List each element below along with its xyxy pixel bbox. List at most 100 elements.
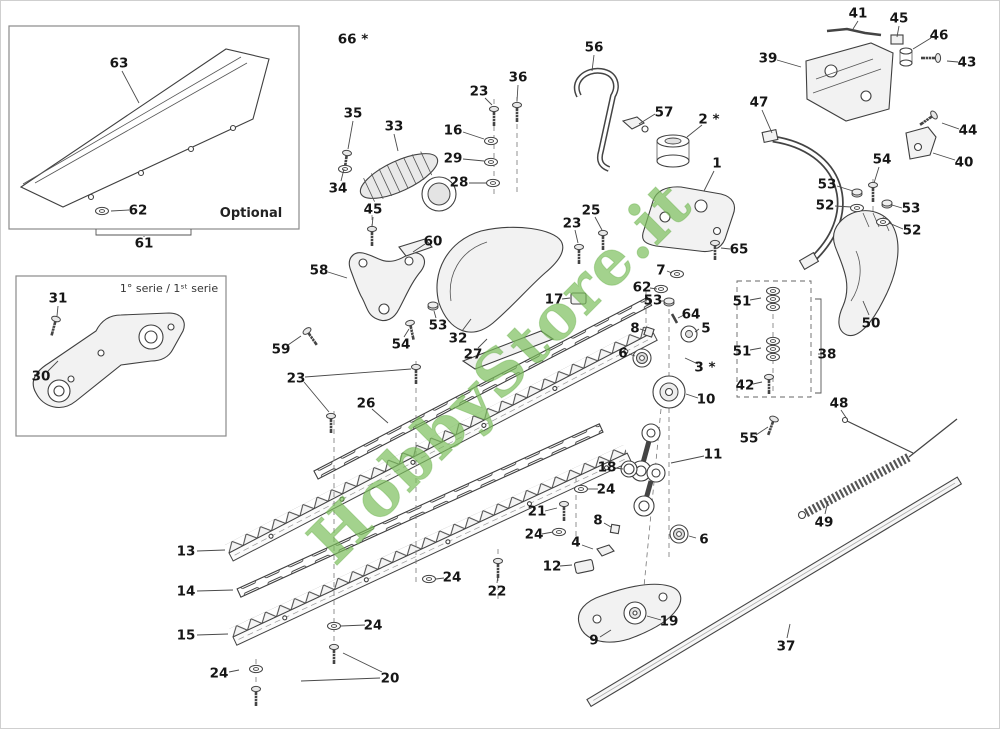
leader-line-36 (516, 84, 519, 102)
pinion-gear-5 (680, 325, 698, 343)
leader-line-32 (461, 318, 472, 332)
leader-line-52 (834, 205, 852, 208)
blade-13 (224, 324, 658, 562)
washer-24 (552, 527, 566, 537)
leader-line-4 (581, 544, 594, 550)
leader-line-54 (403, 328, 410, 338)
screw-54 (867, 181, 879, 204)
leader-line-43 (946, 60, 959, 63)
screw-42 (763, 373, 775, 396)
leader-line-25 (594, 216, 603, 231)
callout-24-56: 24 (597, 482, 616, 498)
washer-29 (484, 157, 498, 167)
callout-62-1: 62 (129, 203, 148, 219)
hardware-kit-38 (736, 280, 822, 398)
leader-line-45 (371, 216, 374, 228)
callout-57-15: 57 (655, 105, 674, 121)
blade-cover-63 (19, 48, 270, 208)
optional-inset: Optional (8, 25, 300, 236)
callout-53-27: 53 (818, 177, 837, 193)
callout-56-14: 56 (585, 40, 604, 56)
leader-line-53 (891, 204, 903, 209)
link-rod-41 (826, 27, 882, 37)
washer-7 (670, 269, 684, 279)
leader-line-2 (686, 124, 703, 138)
key-8-upper (643, 326, 655, 338)
leader-line-16 (462, 131, 485, 140)
callout-52-30: 52 (903, 223, 922, 239)
clip-4 (596, 544, 615, 557)
callout-28-11: 28 (450, 175, 469, 191)
leader-line-53 (433, 310, 437, 319)
callout-18-55: 18 (598, 460, 617, 476)
callout-23-51: 23 (287, 371, 306, 387)
leader-line-24 (541, 531, 554, 535)
screw-44 (916, 108, 941, 130)
callout-19-66: 19 (660, 614, 679, 630)
callout-13-68: 13 (177, 544, 196, 560)
fuel-cap-2 (656, 134, 690, 168)
callout-63-0: 63 (110, 56, 129, 72)
callout-53-48: 53 (429, 318, 448, 334)
callout-51-75: 51 (733, 344, 752, 360)
leader-line-18 (614, 467, 624, 470)
callout-14-69: 14 (177, 584, 196, 600)
leader-line-6 (688, 535, 697, 539)
callout-8-59: 8 (593, 513, 602, 529)
washer-24 (422, 574, 436, 584)
callout-21-57: 21 (528, 504, 547, 520)
leader-line-40 (932, 152, 956, 161)
leader-line-51 (749, 347, 762, 351)
leader-line-15 (196, 633, 229, 636)
callout-42-76: 42 (736, 378, 755, 394)
leader-line-14 (196, 589, 234, 592)
callout-23-32: 23 (563, 216, 582, 232)
washer-62 (95, 206, 109, 216)
ignition-module-39 (805, 42, 894, 122)
ring-18 (620, 460, 638, 478)
callout-53-29: 53 (902, 201, 921, 217)
leader-line-24 (340, 624, 366, 627)
nut-53 (851, 188, 863, 198)
callout-55-78: 55 (740, 431, 759, 447)
washer-52 (850, 203, 864, 213)
leader-line-60 (412, 243, 426, 253)
serie-label: 1° serie / 1ˢᵗ serie (120, 282, 218, 295)
callout-7-34: 7 (656, 263, 665, 279)
blade-holder-27 (461, 330, 555, 370)
bearing-6 (669, 524, 689, 544)
callout-51-74: 51 (733, 294, 752, 310)
callout-41-19: 41 (849, 6, 868, 22)
screw-43 (919, 52, 942, 64)
spacer-17 (570, 292, 587, 305)
throttle-lever-57 (621, 116, 649, 133)
callout-15-70: 15 (177, 628, 196, 644)
callout-34-8: 34 (329, 181, 348, 197)
bracket-40 (905, 126, 937, 160)
callout-61-2: 61 (135, 236, 154, 252)
callout-45-20: 45 (890, 11, 909, 27)
callout-26-52: 26 (357, 396, 376, 412)
leader-line-6 (628, 353, 636, 357)
callout-66-5: 66 * (338, 32, 369, 48)
callout-58-45: 58 (310, 263, 329, 279)
leader-line-57 (638, 113, 656, 125)
leader-line-53 (836, 185, 854, 192)
callout-59-46: 59 (272, 342, 291, 358)
callout-65-33: 65 (730, 242, 749, 258)
screw-45 (366, 225, 378, 248)
callout-8-39: 8 (630, 321, 639, 337)
callout-12-62: 12 (543, 559, 562, 575)
callout-24-71: 24 (210, 666, 229, 682)
callout-53-36: 53 (644, 293, 663, 309)
callout-47-25: 47 (750, 95, 769, 111)
callout-32-49: 32 (449, 331, 468, 347)
callout-54-26: 54 (873, 152, 892, 168)
leader-line-62 (110, 209, 130, 212)
callout-24-58: 24 (525, 527, 544, 543)
assembly-guide-lines (255, 97, 874, 701)
callout-23-12: 23 (470, 84, 489, 100)
leader-line-13 (196, 549, 226, 552)
gearbox-plate-30 (32, 312, 185, 408)
